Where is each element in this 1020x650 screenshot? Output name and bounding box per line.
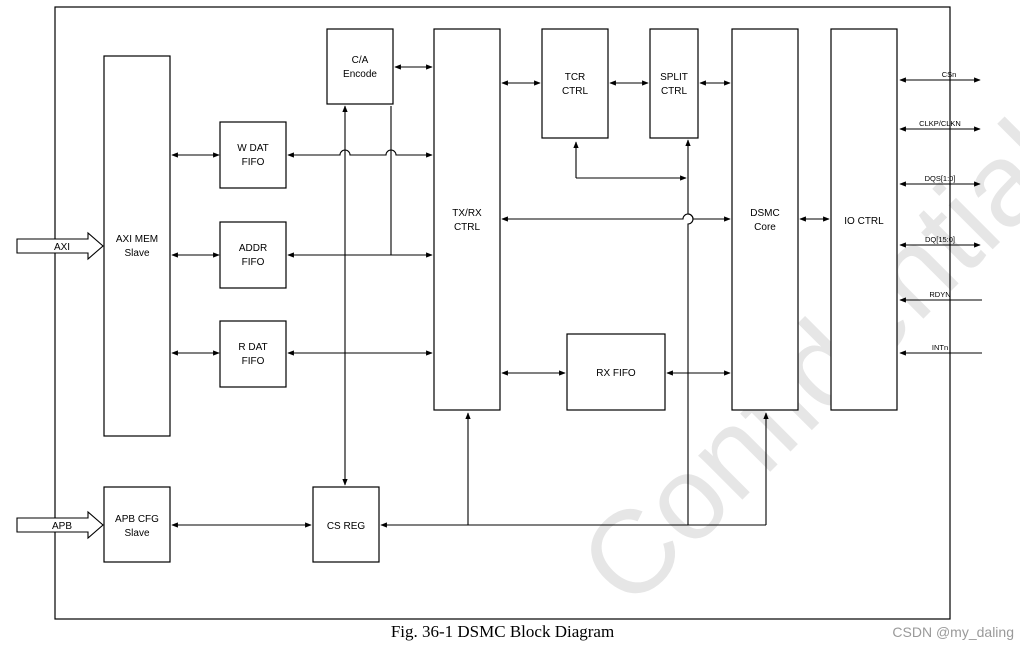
tcr-label-1: TCR (565, 72, 586, 83)
split-ctrl-block: SPLIT CTRL (649, 28, 699, 139)
addr-label-2: FIFO (242, 257, 265, 268)
apb-cfg-label-2: Slave (124, 528, 149, 539)
cs-reg-block: CS REG (312, 486, 380, 563)
signal-dqs: DQS[1:0] (925, 174, 956, 183)
r-dat-label-1: R DAT (238, 342, 267, 353)
r-dat-label-2: FIFO (242, 356, 265, 367)
io-ctrl-label: IO CTRL (844, 216, 884, 227)
apb-cfg-slave-block: APB CFG Slave (103, 486, 171, 563)
dsmc-frame (54, 6, 951, 620)
txrx-label-1: TX/RX (452, 208, 482, 219)
signal-rdyn: RDYN (929, 290, 950, 299)
ca-label-1: C/A (352, 55, 369, 66)
txrx-label-2: CTRL (454, 222, 481, 233)
signal-csn: CSn (942, 70, 957, 79)
rx-fifo-block: RX FIFO (566, 333, 666, 411)
axi-mem-label-2: Slave (124, 248, 149, 259)
txrx-ctrl-block: TX/RX CTRL (433, 28, 501, 411)
dsmc-core-label-2: Core (754, 222, 776, 233)
axi-mem-slave-block: AXI MEM Slave (103, 55, 171, 437)
w-dat-label-2: FIFO (242, 157, 265, 168)
signal-clkp-clkn: CLKP/CLKN (919, 119, 961, 128)
signal-dq: DQ[15:0] (925, 235, 955, 244)
apb-cfg-label-1: APB CFG (115, 514, 159, 525)
io-ctrl-block: IO CTRL (830, 28, 898, 411)
apb-input-arrow: APB (16, 510, 104, 540)
r-dat-fifo-block: R DAT FIFO (219, 320, 287, 388)
split-label-1: SPLIT (660, 72, 688, 83)
dsmc-core-label-1: DSMC (750, 208, 779, 219)
addr-fifo-block: ADDR FIFO (219, 221, 287, 289)
w-dat-label-1: W DAT (237, 143, 268, 154)
axi-mem-label-1: AXI MEM (116, 234, 158, 245)
tcr-ctrl-block: TCR CTRL (541, 28, 609, 139)
axi-input-label: AXI (54, 242, 70, 253)
tcr-label-2: CTRL (562, 86, 589, 97)
apb-input-label: APB (52, 521, 72, 532)
figure-caption: Fig. 36-1 DSMC Block Diagram (390, 622, 615, 641)
axi-input-arrow: AXI (16, 231, 104, 261)
cs-reg-label: CS REG (327, 521, 366, 532)
signal-intn: INTn (932, 343, 948, 352)
connections (171, 64, 982, 528)
dsmc-core-block: DSMC Core (731, 28, 799, 411)
io-signal-labels: CSn CLKP/CLKN DQS[1:0] DQ[15:0] RDYN INT… (919, 70, 961, 352)
rx-fifo-label: RX FIFO (596, 368, 636, 379)
ca-label-2: Encode (343, 69, 377, 80)
w-dat-fifo-block: W DAT FIFO (219, 121, 287, 189)
csdn-credit-watermark: CSDN @my_daling (892, 624, 1014, 640)
ca-encode-block: C/A Encode (326, 28, 394, 105)
split-label-2: CTRL (661, 86, 688, 97)
addr-label-1: ADDR (239, 243, 267, 254)
